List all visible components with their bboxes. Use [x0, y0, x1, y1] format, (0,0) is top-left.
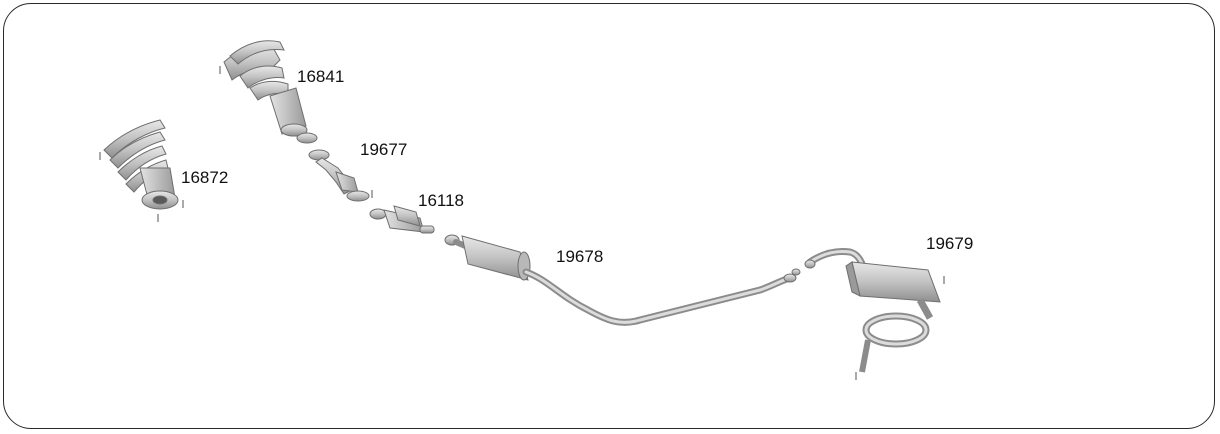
label-part-16118[interactable]: 16118 — [418, 191, 465, 210]
label-part-19678[interactable]: 19678 — [556, 247, 604, 266]
part-16118-catalytic-converter[interactable] — [369, 205, 435, 234]
label-part-16841[interactable]: 16841 — [297, 67, 345, 86]
label-part-16872[interactable]: 16872 — [181, 168, 229, 187]
label-part-19679[interactable]: 19679 — [926, 234, 974, 253]
part-16872-manifold[interactable] — [99, 119, 184, 222]
label-part-19677[interactable]: 19677 — [360, 140, 408, 159]
part-19677-flex-pipe[interactable] — [308, 149, 373, 202]
part-19679-rear-silencer[interactable] — [804, 248, 945, 380]
part-19678-centre-silencer[interactable] — [444, 234, 797, 326]
diagram-frame — [3, 3, 1215, 429]
pipe-clamp — [791, 268, 801, 276]
part-16841-manifold[interactable] — [219, 40, 318, 144]
